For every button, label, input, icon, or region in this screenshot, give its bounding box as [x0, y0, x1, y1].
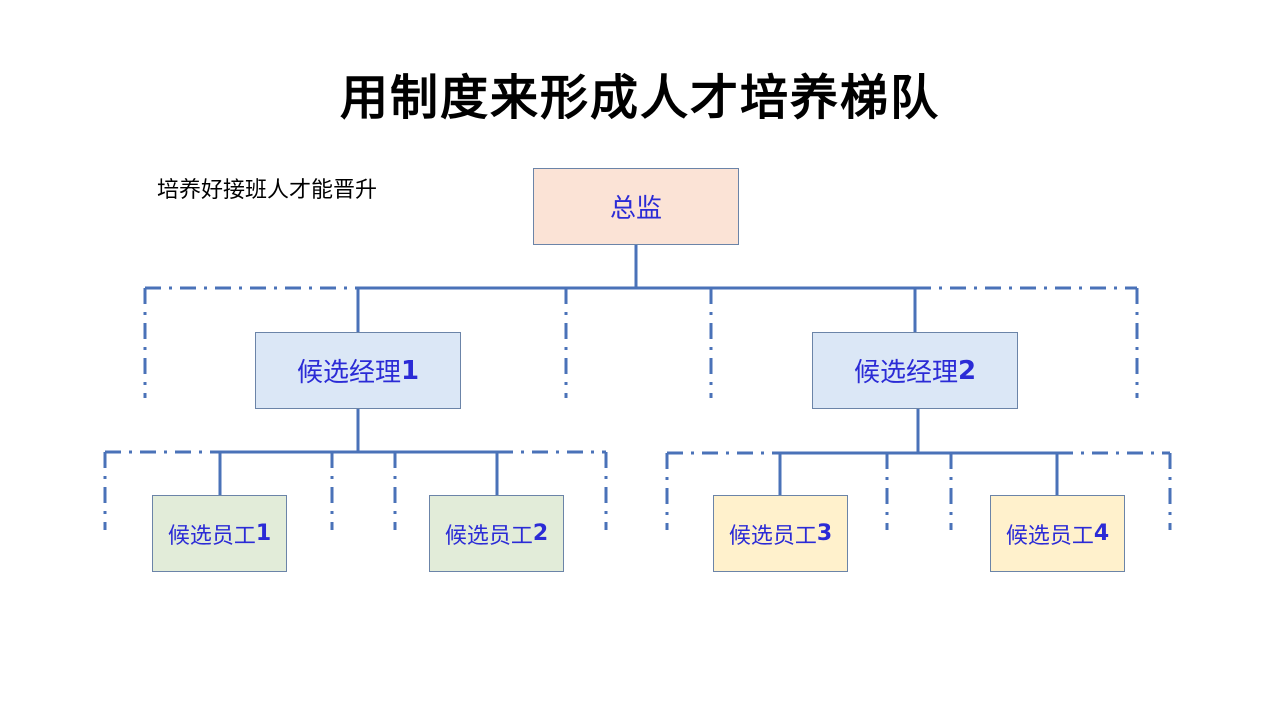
node-employee-4-label: 候选员工 [1005, 523, 1094, 549]
dashed-placeholder-connectors [103, 286, 1172, 530]
subtitle: 培养好接班人才能晋升 [157, 178, 378, 203]
node-employee-1-number: 1 [255, 521, 272, 546]
node-employee-3-number: 3 [816, 521, 833, 546]
node-manager-1-label: 候选经理 [296, 358, 401, 388]
node-director: 总监 [533, 168, 739, 245]
node-employee-2-number: 2 [532, 521, 549, 546]
node-employee-4-number: 4 [1093, 521, 1110, 546]
node-director-label: 总监 [609, 194, 662, 224]
page-title: 用制度来形成人才培养梯队 [339, 70, 940, 126]
node-employee-1-label: 候选员工 [167, 523, 256, 549]
node-manager-2-number: 2 [957, 355, 977, 386]
solid-connectors [218, 245, 1059, 495]
node-employee-2-label: 候选员工 [444, 523, 533, 549]
node-manager-1-number: 1 [400, 355, 420, 386]
node-manager-2-label: 候选经理 [853, 358, 958, 388]
node-employee-3-label: 候选员工 [728, 523, 817, 549]
